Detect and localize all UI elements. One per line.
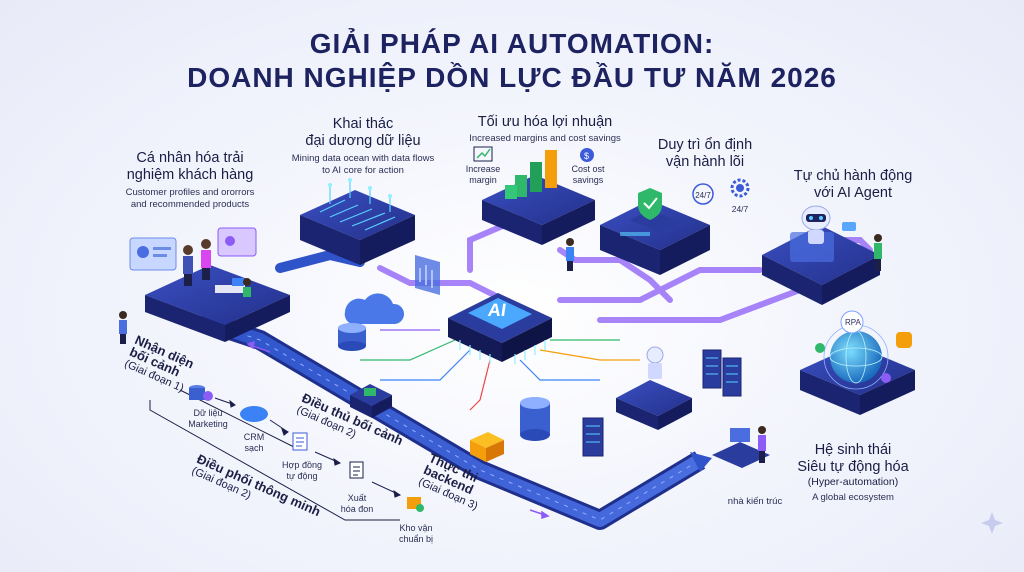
flow-step-invoice: Xuất hóa đon [333, 493, 381, 515]
ecosystem-sub: A global ecosystem [812, 492, 894, 503]
platform-profit [482, 150, 595, 245]
platform-agent [762, 225, 880, 305]
trend-icon [473, 146, 493, 162]
money-bag-icon: $ [580, 148, 594, 162]
ecosystem-heading-2: Siêu tự động hóa [797, 459, 909, 475]
personalization-heading-2: nghiệm khách hàng [126, 167, 254, 183]
gear-247-icon [730, 178, 750, 198]
architect-desk [712, 426, 770, 468]
green-app-icon [815, 343, 825, 353]
cost-savings-2: savings [572, 175, 604, 185]
hub-box [350, 384, 392, 418]
sparkle-icon [981, 512, 1003, 534]
data-ocean-sub-1: Mining data ocean with data flows [291, 153, 435, 164]
page-title-line1: GIẢI PHÁP AI AUTOMATION: [309, 28, 715, 59]
contract-icon [292, 432, 308, 451]
flow-step-crm-2: sạch [244, 443, 264, 453]
flow-step-contract-1: Hợp đồng [282, 460, 322, 470]
personalization-heading-1: Cá nhân hóa trải [136, 150, 244, 166]
platform-personalization [145, 265, 290, 342]
flow-step-marketing-1: Dữ liệu [193, 408, 223, 418]
agent-heading-2: với AI Agent [813, 185, 893, 201]
package-box [470, 432, 504, 462]
label-data-ocean: Khai thác đại dương dữ liệu Mining data … [278, 116, 448, 177]
profit-heading: Tối ưu hóa lợi nhuận [477, 114, 613, 130]
flow-step-warehouse-2: chuẩn bị [398, 534, 434, 544]
flow-step-crm-1: CRM [243, 432, 265, 442]
server-racks [582, 349, 742, 457]
ai-core-label: AI [486, 300, 508, 320]
personalization-sub-2: and recommended products [130, 199, 250, 210]
label-architect: nhà kiến trúc [727, 496, 783, 507]
label-ecosystem: Hệ sinh thái Siêu tự động hóa (Hyper-aut… [778, 442, 928, 504]
platform-data-ocean [300, 178, 415, 265]
robot-agent-icon [801, 205, 831, 244]
profile-cards [129, 227, 257, 271]
people-personalization [119, 239, 251, 344]
ai-connections [360, 329, 640, 411]
person-analyst [566, 238, 574, 271]
flow-step-warehouse: Kho vận chuẩn bị [388, 523, 444, 545]
invoice-icon [349, 461, 364, 479]
database-cylinder [520, 397, 550, 441]
increase-margin-1: Increase [465, 164, 501, 174]
stability-heading-2: vận hành lõi [665, 154, 745, 170]
label-personalization: Cá nhân hóa trải nghiệm khách hàng Custo… [95, 150, 285, 211]
clock-247-icon [692, 183, 714, 205]
platform-servers [616, 380, 692, 430]
purple-arrows [246, 340, 550, 520]
chat-bubble-icon [842, 222, 856, 231]
label-stability: Duy trì ổn định vận hành lõi [635, 137, 775, 171]
data-panel [415, 255, 440, 295]
data-ocean-heading-1: Khai thác [332, 116, 394, 132]
cloud-database [338, 293, 405, 351]
label-agent: Tự chủ hành động với AI Agent [778, 168, 928, 202]
flow-step-warehouse-1: Kho vận [399, 523, 433, 533]
platform-stability [600, 200, 710, 275]
purple-app-icon [881, 373, 891, 383]
flow-arrows [214, 397, 402, 498]
salesforce-icon [240, 406, 268, 422]
person-agent [874, 234, 882, 271]
svg-text:$: $ [584, 151, 589, 161]
rpa-badge [840, 310, 864, 334]
flow-step-marketing: Dữ liệu Marketing [180, 408, 236, 430]
flow-step-invoice-2: hóa đon [340, 504, 374, 514]
flow-step-invoice-1: Xuất [347, 493, 367, 503]
flow-step-crm: CRM sạch [232, 432, 276, 454]
agent-heading-1: Tự chủ hành động [793, 168, 913, 184]
ecosystem-heading-3: (Hyper-automation) [807, 476, 899, 488]
data-ocean-sub-2: to AI core for action [322, 165, 404, 176]
ecosystem-heading-1: Hệ sinh thái [814, 442, 892, 458]
flow-step-marketing-2: Marketing [188, 419, 228, 429]
flow-step-contract-2: tự động [286, 471, 318, 481]
increase-margin-2: margin [469, 175, 497, 185]
personalization-sub-1: Customer profiles and ororrors [125, 187, 255, 198]
cost-savings-1: Cost ost [571, 164, 605, 174]
shield-icon [638, 188, 662, 220]
database-icon [189, 385, 213, 401]
label-increase-margin: Increase margin [462, 164, 504, 186]
profit-sub: Increased margins and cost savings [469, 133, 621, 144]
data-ocean-heading-2: đại dương dữ liệu [305, 133, 421, 149]
badge-247-clock: 24/7 [695, 191, 711, 200]
flow-step-contract: Hợp đồng tự động [276, 460, 328, 482]
page-title-line2: DOANH NGHIỆP DỒN LỰC ĐẦU TƯ NĂM 2026 [187, 62, 837, 93]
globe-icon [823, 324, 889, 390]
label-cost-savings: Cost ost savings [566, 164, 610, 186]
robot-worker [646, 346, 664, 379]
orange-app-icon [896, 332, 912, 348]
warehouse-icon [407, 497, 424, 512]
badge-247-gear: 24/7 [731, 204, 749, 214]
stability-heading-1: Duy trì ổn định [657, 137, 753, 153]
rpa-label: RPA [845, 318, 861, 327]
label-profit: Tối ưu hóa lợi nhuận Increased margins a… [450, 114, 640, 145]
ai-core-chip [448, 293, 552, 364]
